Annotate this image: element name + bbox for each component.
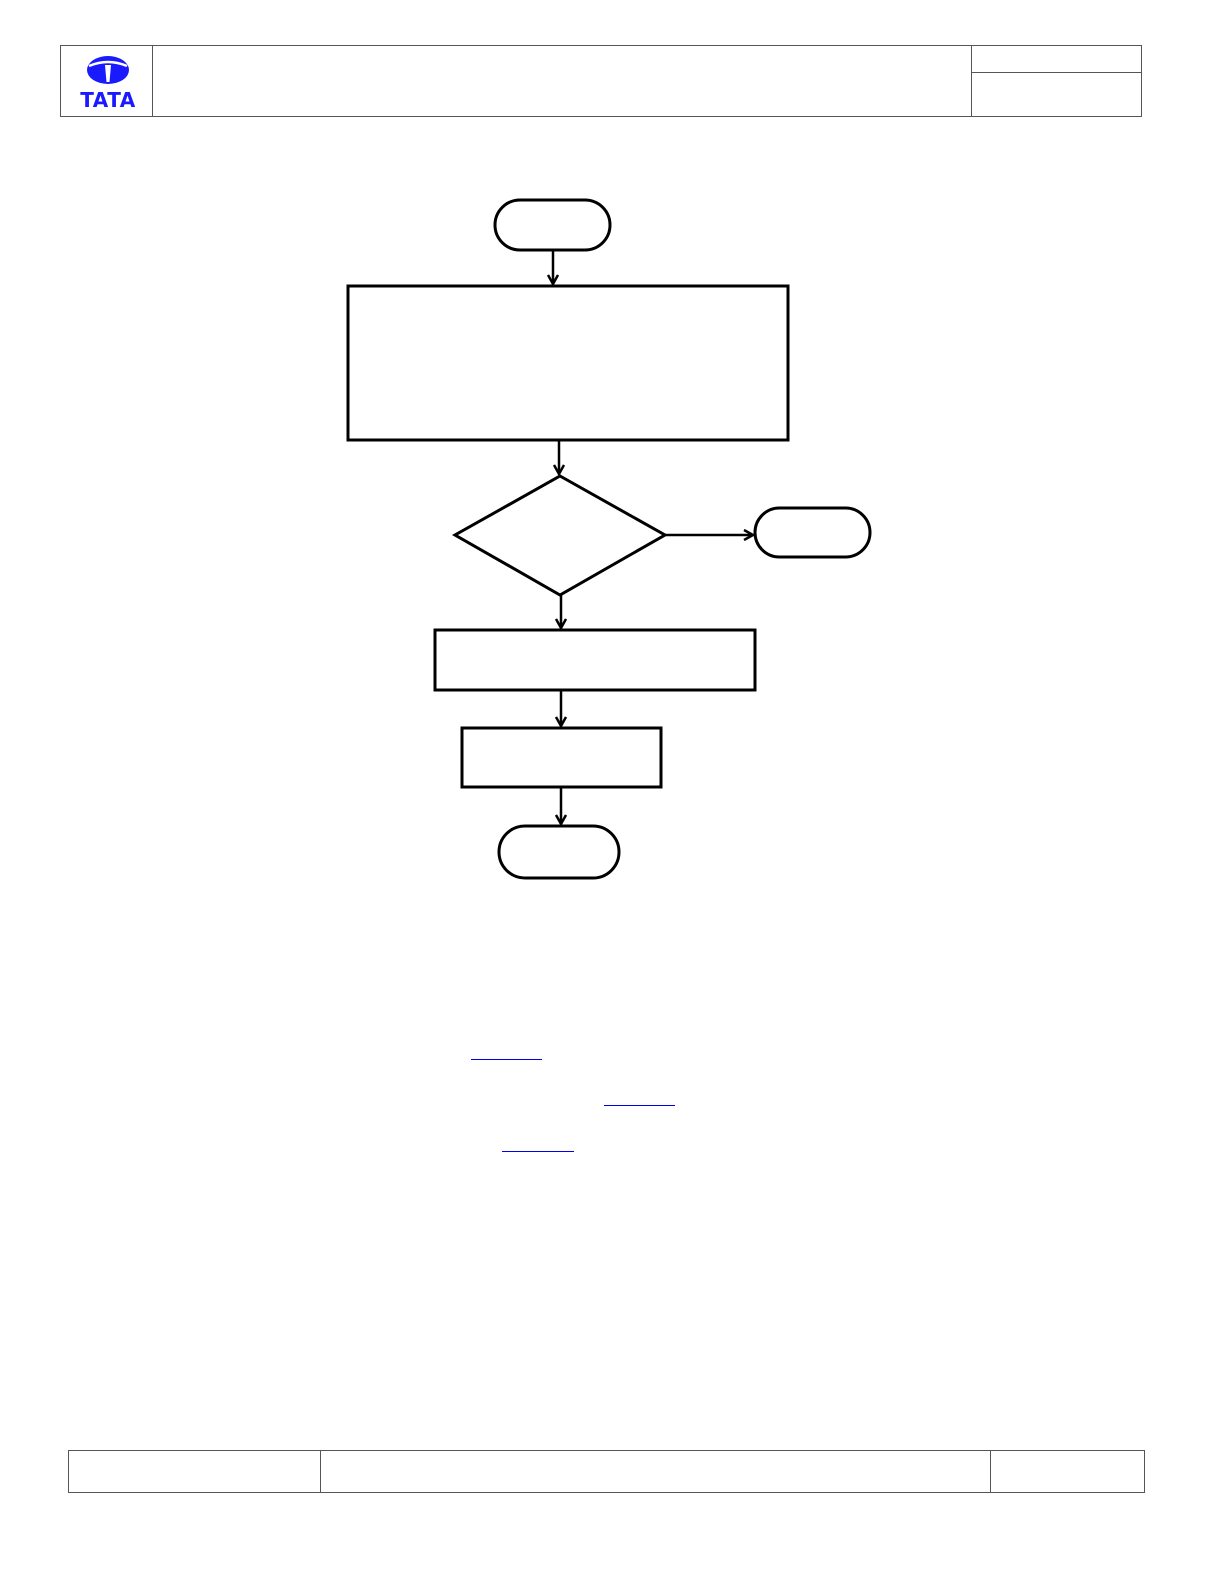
header-divider bbox=[972, 72, 1141, 73]
node-process-2 bbox=[433, 628, 757, 692]
logo-wordmark: TATA bbox=[80, 88, 136, 110]
node-process-3 bbox=[460, 726, 663, 789]
node-start bbox=[493, 198, 612, 252]
link-underline-2[interactable] bbox=[604, 1105, 675, 1106]
link-underline-1[interactable] bbox=[471, 1059, 542, 1060]
logo-cell: TATA bbox=[61, 46, 153, 116]
node-decision bbox=[451, 474, 669, 597]
header-info-cell bbox=[971, 46, 1141, 116]
node-end bbox=[497, 824, 621, 880]
node-process-1 bbox=[346, 284, 790, 442]
tata-logo-icon: TATA bbox=[80, 56, 136, 110]
node-side-end bbox=[753, 506, 872, 559]
footer-cell-middle bbox=[321, 1450, 991, 1493]
footer-cell-left bbox=[68, 1450, 321, 1493]
page-header: TATA bbox=[60, 45, 1142, 117]
link-underline-3[interactable] bbox=[502, 1151, 574, 1152]
footer-cell-right bbox=[990, 1450, 1145, 1493]
